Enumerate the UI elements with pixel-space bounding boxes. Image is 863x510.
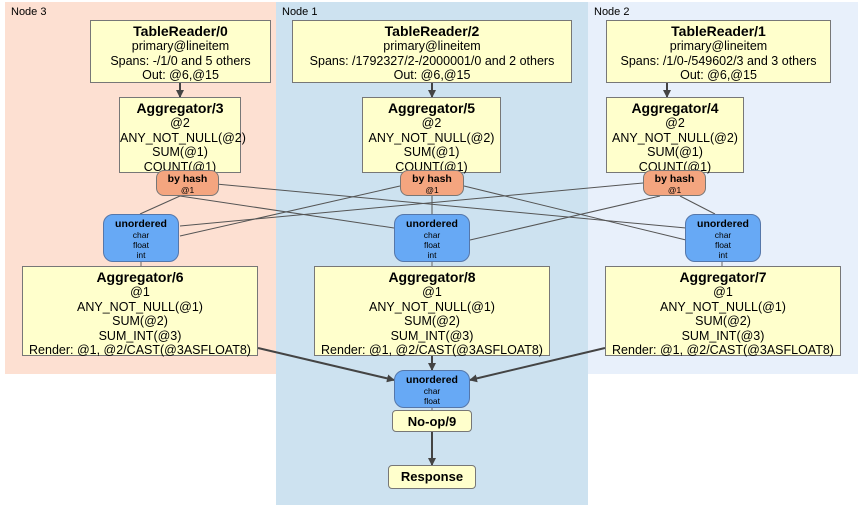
aggregator-4-line: ANY_NOT_NULL(@2)	[612, 130, 738, 145]
table-reader-1[interactable]: TableReader/1 primary@lineitem Spans: /1…	[606, 20, 831, 83]
unordered-sync-7-type: int	[718, 250, 728, 260]
table-reader-1-line: Spans: /1/0-/549602/3 and 3 others	[620, 53, 817, 68]
edge-r4-s8	[469, 195, 661, 241]
aggregator-7-title: Aggregator/7	[679, 269, 767, 285]
aggregator-7[interactable]: Aggregator/7 @1 ANY_NOT_NULL(@1) SUM(@2)…	[605, 266, 841, 358]
aggregator-8-line: SUM_INT(@3)	[390, 328, 474, 343]
hash-router-4-title: by hash	[654, 173, 695, 185]
table-reader-1-title: TableReader/1	[671, 23, 766, 39]
edge-ag7-s9	[469, 347, 606, 383]
unordered-sync-7-type: float	[714, 240, 732, 250]
hash-router-3-column: @1	[180, 185, 195, 195]
unordered-sync-6-type: float	[132, 240, 150, 250]
hash-router-5-column: @1	[425, 185, 439, 195]
aggregator-4-line: @2	[665, 116, 685, 130]
table-reader-1-line: primary@lineitem	[669, 39, 768, 53]
unordered-sync-7[interactable]: unordered char float int	[685, 214, 761, 262]
aggregator-3-line: ANY_NOT_NULL(@2)	[120, 130, 246, 145]
unordered-sync-7-type: char	[714, 230, 732, 240]
unordered-sync-9-type: char	[423, 386, 441, 396]
unordered-sync-8[interactable]: unordered char float int	[394, 214, 470, 262]
table-reader-0-title: TableReader/0	[133, 23, 228, 39]
aggregator-5-line: SUM(@1)	[403, 145, 460, 160]
node-3-label: Node 3	[11, 6, 47, 18]
aggregator-6-line: ANY_NOT_NULL(@1)	[77, 299, 203, 314]
aggregator-8-title: Aggregator/8	[388, 269, 476, 285]
aggregator-6-line: SUM(@2)	[112, 314, 168, 329]
response-node[interactable]: Response	[388, 465, 476, 489]
hash-router-5-title: by hash	[412, 173, 452, 185]
aggregator-5-line: @2	[421, 116, 442, 130]
hash-router-4-column: @1	[667, 185, 682, 195]
aggregator-7-line: @1	[713, 285, 733, 299]
table-reader-0-line: Out: @6,@15	[142, 68, 219, 83]
aggregator-7-line: SUM(@2)	[695, 314, 751, 329]
table-reader-1-line: Out: @6,@15	[680, 68, 757, 83]
aggregator-8-line: ANY_NOT_NULL(@1)	[369, 299, 495, 314]
aggregator-3-title: Aggregator/3	[136, 100, 224, 116]
unordered-sync-9-type: float	[423, 396, 441, 406]
aggregator-3[interactable]: Aggregator/3 @2 ANY_NOT_NULL(@2) SUM(@1)…	[119, 97, 246, 174]
aggregator-8[interactable]: Aggregator/8 @1 ANY_NOT_NULL(@1) SUM(@2)…	[314, 266, 550, 358]
edge-r4-s6	[179, 182, 644, 227]
aggregator-5[interactable]: Aggregator/5 @2 ANY_NOT_NULL(@2) SUM(@1)…	[362, 97, 501, 174]
edge-ag6-s9	[257, 347, 395, 383]
aggregator-3-line: SUM(@1)	[152, 145, 208, 160]
table-reader-0-line: primary@lineitem	[131, 39, 230, 53]
hash-router-3[interactable]: by hash @1	[156, 170, 219, 196]
table-reader-2-title: TableReader/2	[384, 23, 480, 39]
aggregator-5-line: ANY_NOT_NULL(@2)	[368, 130, 495, 145]
aggregator-8-line: @1	[422, 285, 442, 299]
aggregator-6-line: Render: @1, @2/CAST(@3ASFLOAT8)	[29, 343, 251, 358]
aggregator-8-line: SUM(@2)	[404, 314, 460, 329]
unordered-sync-8-title: unordered	[406, 218, 458, 230]
aggregator-4-title: Aggregator/4	[631, 100, 719, 116]
node-1-label: Node 1	[282, 6, 318, 18]
table-reader-2-line: primary@lineitem	[383, 39, 481, 53]
unordered-sync-6-type: int	[136, 250, 146, 260]
edge-r4-s7	[679, 195, 716, 215]
edge-r5-s7	[463, 185, 687, 241]
edge-r5-s6	[179, 185, 401, 237]
aggregator-7-line: ANY_NOT_NULL(@1)	[660, 299, 786, 314]
noop-title: No-op/9	[407, 414, 457, 429]
unordered-sync-8-type: float	[423, 240, 441, 250]
noop-processor[interactable]: No-op/9	[392, 410, 472, 432]
table-reader-2[interactable]: TableReader/2 primary@lineitem Spans: /1…	[292, 20, 572, 83]
aggregator-6[interactable]: Aggregator/6 @1 ANY_NOT_NULL(@1) SUM(@2)…	[22, 266, 258, 358]
aggregator-7-line: SUM_INT(@3)	[681, 328, 765, 343]
aggregator-4[interactable]: Aggregator/4 @2 ANY_NOT_NULL(@2) SUM(@1)…	[606, 97, 744, 174]
unordered-sync-6-type: char	[132, 230, 150, 240]
aggregator-4-line: SUM(@1)	[647, 145, 703, 160]
aggregator-6-title: Aggregator/6	[96, 269, 184, 285]
aggregator-6-line: SUM_INT(@3)	[98, 328, 182, 343]
hash-router-5[interactable]: by hash @1	[400, 170, 464, 196]
response-title: Response	[400, 469, 464, 484]
aggregator-5-title: Aggregator/5	[387, 100, 476, 116]
unordered-sync-9[interactable]: unordered char float	[394, 370, 470, 408]
node-2-label: Node 2	[594, 6, 630, 18]
table-reader-0[interactable]: TableReader/0 primary@lineitem Spans: -/…	[90, 20, 271, 83]
aggregator-3-line: @2	[170, 116, 190, 130]
aggregator-6-line: @1	[130, 285, 150, 299]
hash-router-3-title: by hash	[167, 173, 208, 185]
unordered-sync-8-type: char	[423, 230, 441, 240]
unordered-sync-7-title: unordered	[697, 218, 749, 230]
aggregator-8-line: Render: @1, @2/CAST(@3ASFLOAT8)	[321, 343, 543, 358]
table-reader-0-line: Spans: -/1/0 and 5 others	[110, 53, 251, 68]
unordered-sync-9-title: unordered	[406, 374, 458, 386]
unordered-sync-6-title: unordered	[115, 218, 167, 230]
hash-router-4[interactable]: by hash @1	[643, 170, 706, 196]
aggregator-7-line: Render: @1, @2/CAST(@3ASFLOAT8)	[612, 343, 834, 358]
edge-r3-s6	[139, 195, 181, 215]
unordered-sync-8-type: int	[427, 250, 437, 260]
table-reader-2-line: Spans: /1792327/2-/2000001/0 and 2 other…	[309, 53, 555, 68]
table-reader-2-line: Out: @6,@15	[393, 68, 471, 83]
unordered-sync-6[interactable]: unordered char float int	[103, 214, 179, 262]
